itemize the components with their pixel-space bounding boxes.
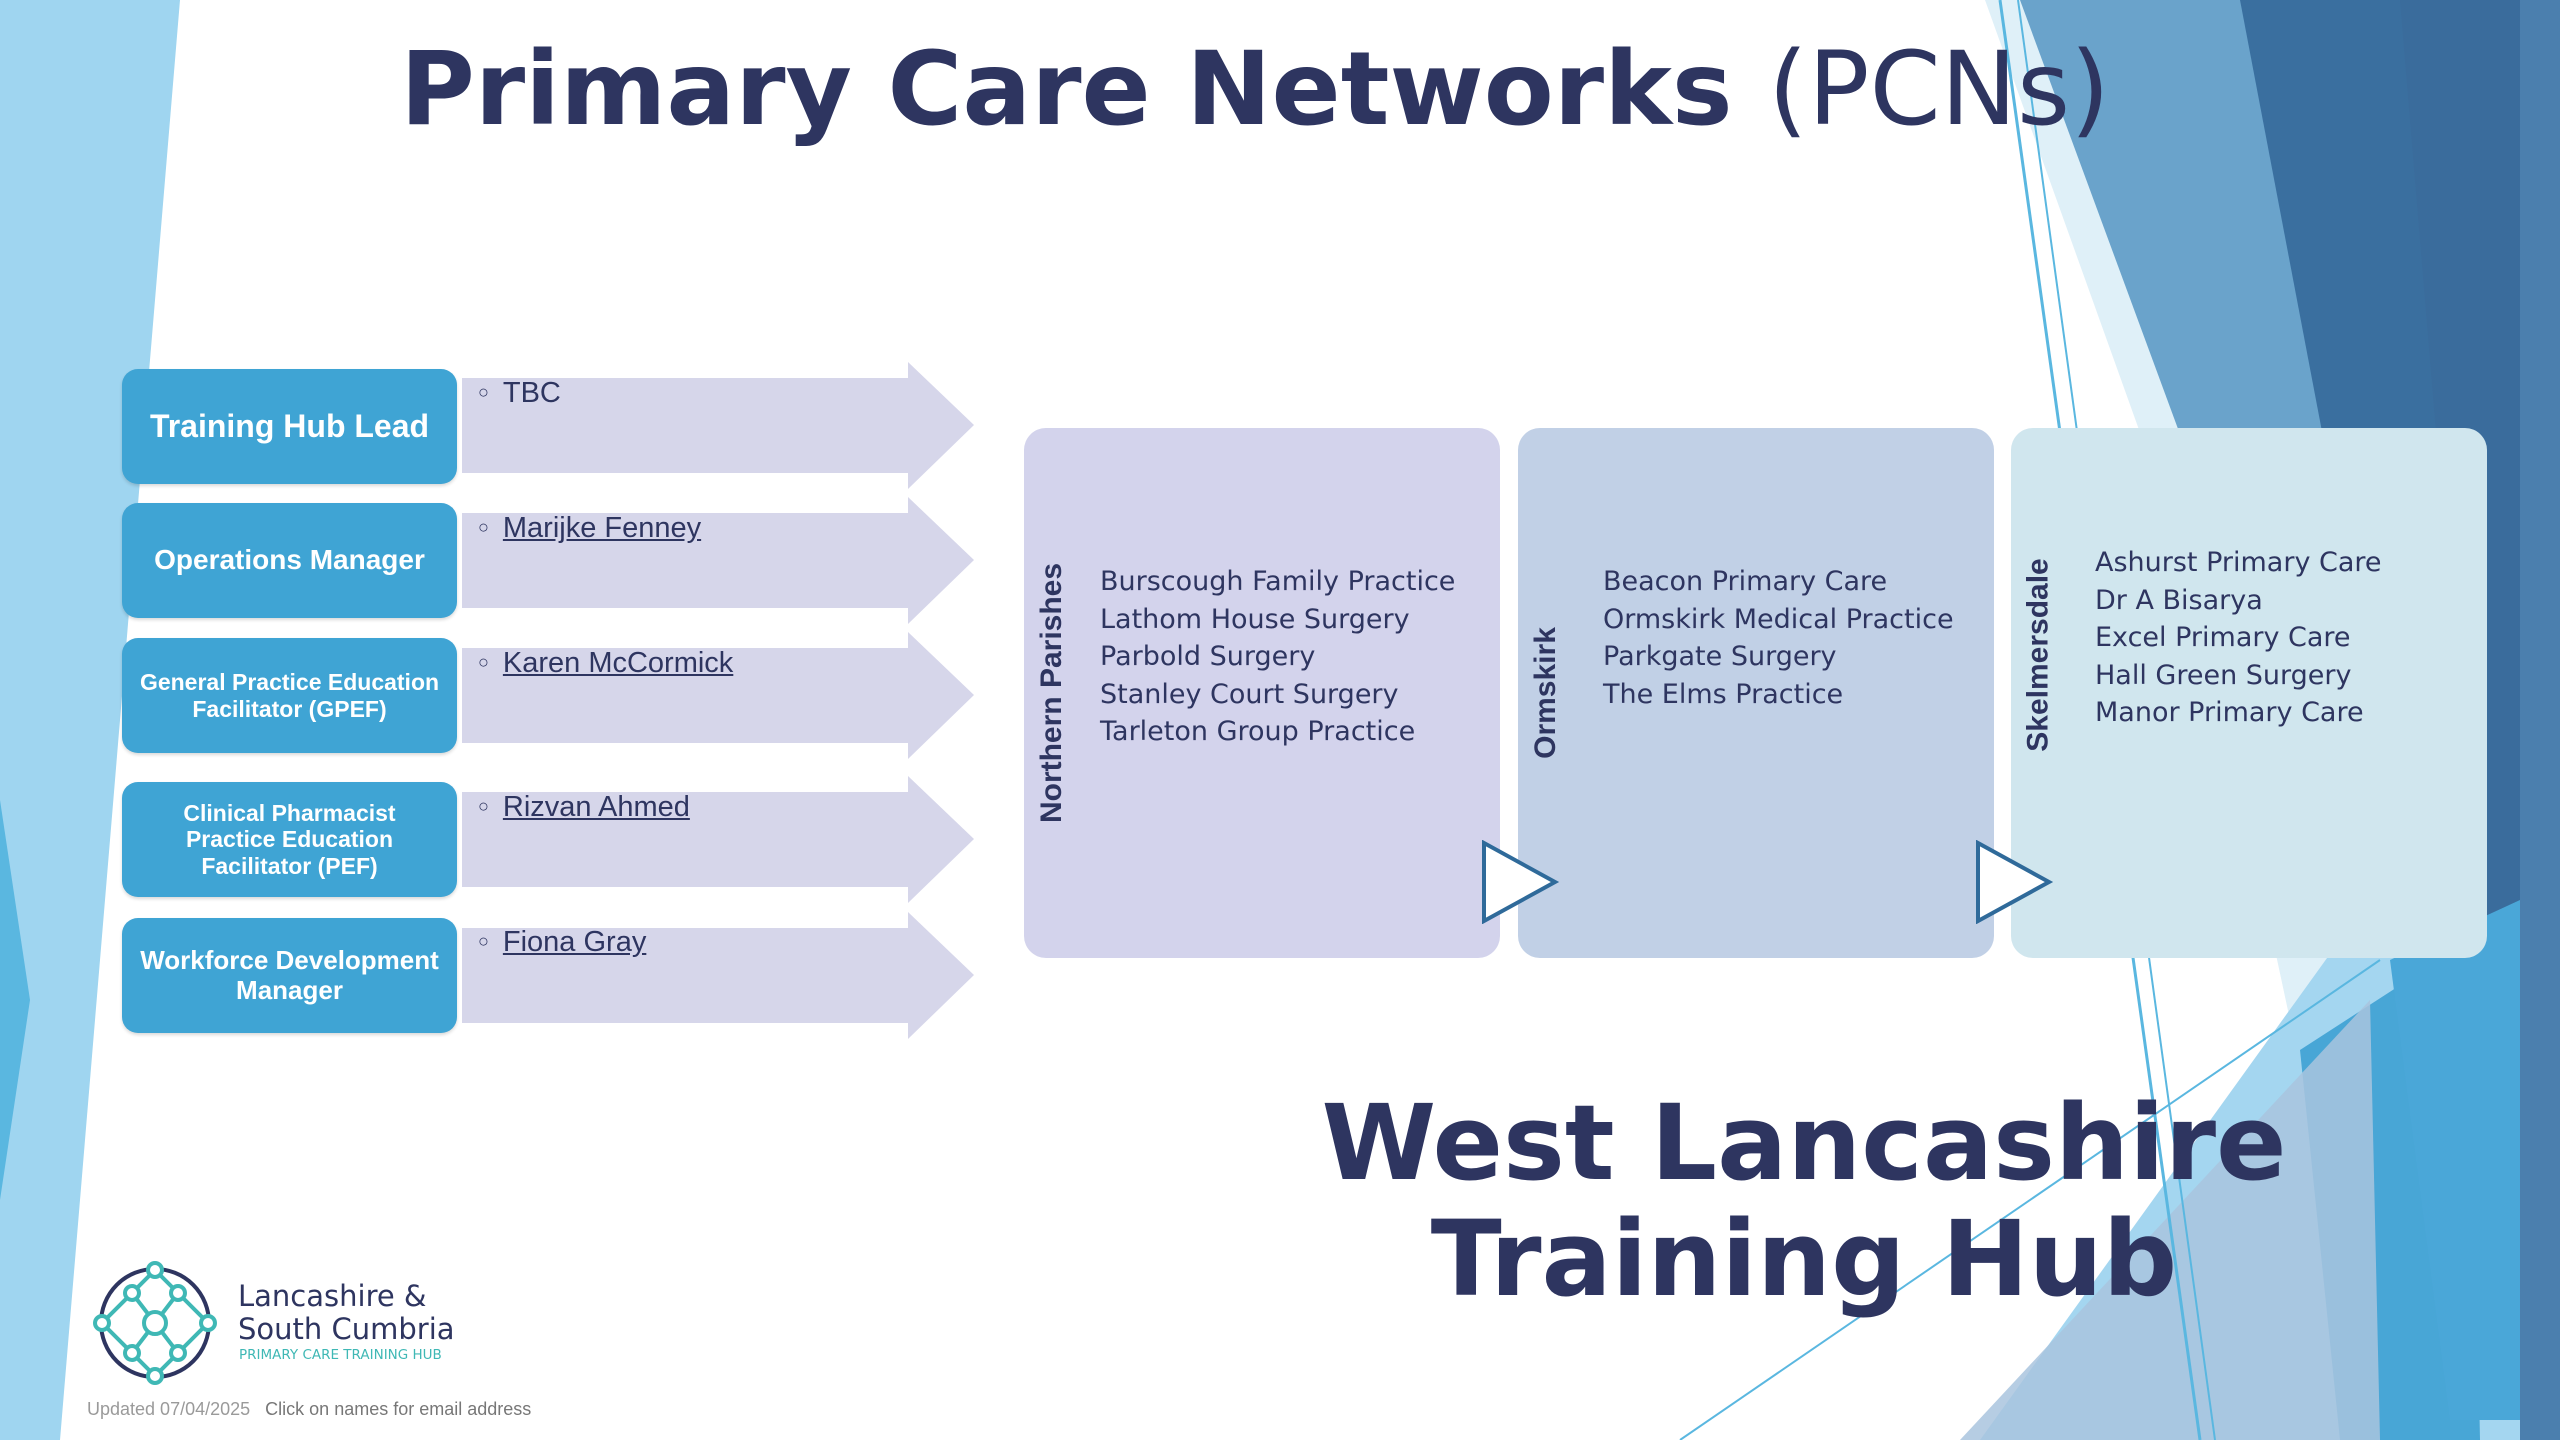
practice-item: Lathom House Surgery	[1100, 603, 1410, 635]
email-link-karen-mccormick[interactable]: Karen McCormick	[502, 647, 734, 679]
pcn-name: Northern Parishes	[1035, 562, 1068, 824]
person-entry: ○ TBC	[478, 377, 561, 410]
arrow-shape	[462, 912, 974, 1039]
bullet-icon: ○	[478, 382, 489, 402]
practice-item: Excel Primary Care	[2095, 622, 2351, 653]
role-pef: Clinical Pharmacist Practice Education F…	[122, 782, 457, 897]
play-triangle-icon	[1976, 840, 2054, 924]
bullet-icon: ○	[478, 931, 489, 951]
bullet-icon: ○	[478, 652, 489, 672]
arrow-shape	[462, 632, 974, 759]
practice-item: Burscough Family Practice	[1100, 566, 1456, 597]
page-title: Primary Care Networks (PCNs)	[0, 30, 2510, 149]
practice-item: Stanley Court Surgery	[1100, 678, 1399, 710]
hub-title-line2: Training Hub	[1430, 1198, 2178, 1320]
bullet-icon: ○	[478, 796, 489, 816]
logo-line1: Lancashire &	[238, 1279, 427, 1313]
arrow-shape	[462, 497, 974, 624]
pcn-name: Ormskirk	[1529, 627, 1562, 759]
practice-list: Beacon Primary Care Ormskirk Medical Pra…	[1603, 563, 1954, 713]
logo-line2: South Cumbria	[238, 1312, 455, 1346]
logo-subtitle: PRIMARY CARE TRAINING HUB	[239, 1347, 442, 1363]
person-entry: ○ Karen McCormick	[478, 647, 733, 680]
role-gpef: General Practice Education Facilitator (…	[122, 638, 457, 753]
practice-item: Ashurst Primary Care	[2095, 547, 2382, 578]
pcn-label: Northern Parishes	[1024, 428, 1080, 958]
role-training-hub-lead: Training Hub Lead	[122, 369, 457, 484]
email-link-rizvan-ahmed[interactable]: Rizvan Ahmed	[502, 791, 690, 823]
practice-item: Beacon Primary Care	[1603, 566, 1888, 597]
email-link-marijke-fenney[interactable]: Marijke Fenney	[502, 512, 702, 544]
practice-item: Parbold Surgery	[1100, 641, 1316, 672]
arrow-shape	[462, 776, 974, 903]
pcn-skelmersdale: Skelmersdale Ashurst Primary Care Dr A B…	[2011, 428, 2487, 958]
practice-list: Ashurst Primary Care Dr A Bisarya Excel …	[2095, 544, 2382, 732]
person-entry: ○ Rizvan Ahmed	[478, 791, 690, 824]
practice-item: Manor Primary Care	[2095, 697, 2364, 728]
bullet-icon: ○	[478, 517, 489, 537]
play-triangle-icon	[1482, 840, 1560, 924]
person-entry: ○ Fiona Gray	[478, 926, 646, 959]
footer: Updated 07/04/2025 Click on names for em…	[87, 1399, 531, 1420]
practice-list: Burscough Family Practice Lathom House S…	[1100, 563, 1455, 751]
email-link-fiona-gray[interactable]: Fiona Gray	[502, 926, 647, 958]
lsc-logo-icon	[93, 1261, 217, 1385]
pcn-ormskirk: Ormskirk Beacon Primary Care Ormskirk Me…	[1518, 428, 1994, 958]
person-name: TBC	[502, 377, 561, 409]
practice-item: The Elms Practice	[1603, 678, 1844, 710]
logo-text: Lancashire &South Cumbria	[238, 1280, 455, 1346]
practice-item: Ormskirk Medical Practice	[1603, 603, 1954, 635]
person-entry: ○ Marijke Fenney	[478, 512, 701, 545]
title-main: Primary Care Networks	[400, 30, 1733, 149]
pcn-name: Skelmersdale	[2022, 558, 2055, 752]
practice-item: Dr A Bisarya	[2095, 584, 2263, 616]
role-workforce-development-manager: Workforce Development Manager	[122, 918, 457, 1033]
title-abbr: (PCNs)	[1768, 30, 2110, 149]
practice-item: Tarleton Group Practice	[1100, 716, 1416, 747]
role-operations-manager: Operations Manager	[122, 503, 457, 618]
footer-note: Click on names for email address	[265, 1399, 532, 1419]
practice-item: Hall Green Surgery	[2095, 659, 2352, 691]
updated-date: Updated 07/04/2025	[87, 1399, 251, 1419]
hub-title-line1: West Lancashire	[1321, 1082, 2287, 1204]
practice-item: Parkgate Surgery	[1603, 641, 1837, 672]
arrow-shape	[462, 362, 974, 489]
pcn-northern-parishes: Northern Parishes Burscough Family Pract…	[1024, 428, 1500, 958]
